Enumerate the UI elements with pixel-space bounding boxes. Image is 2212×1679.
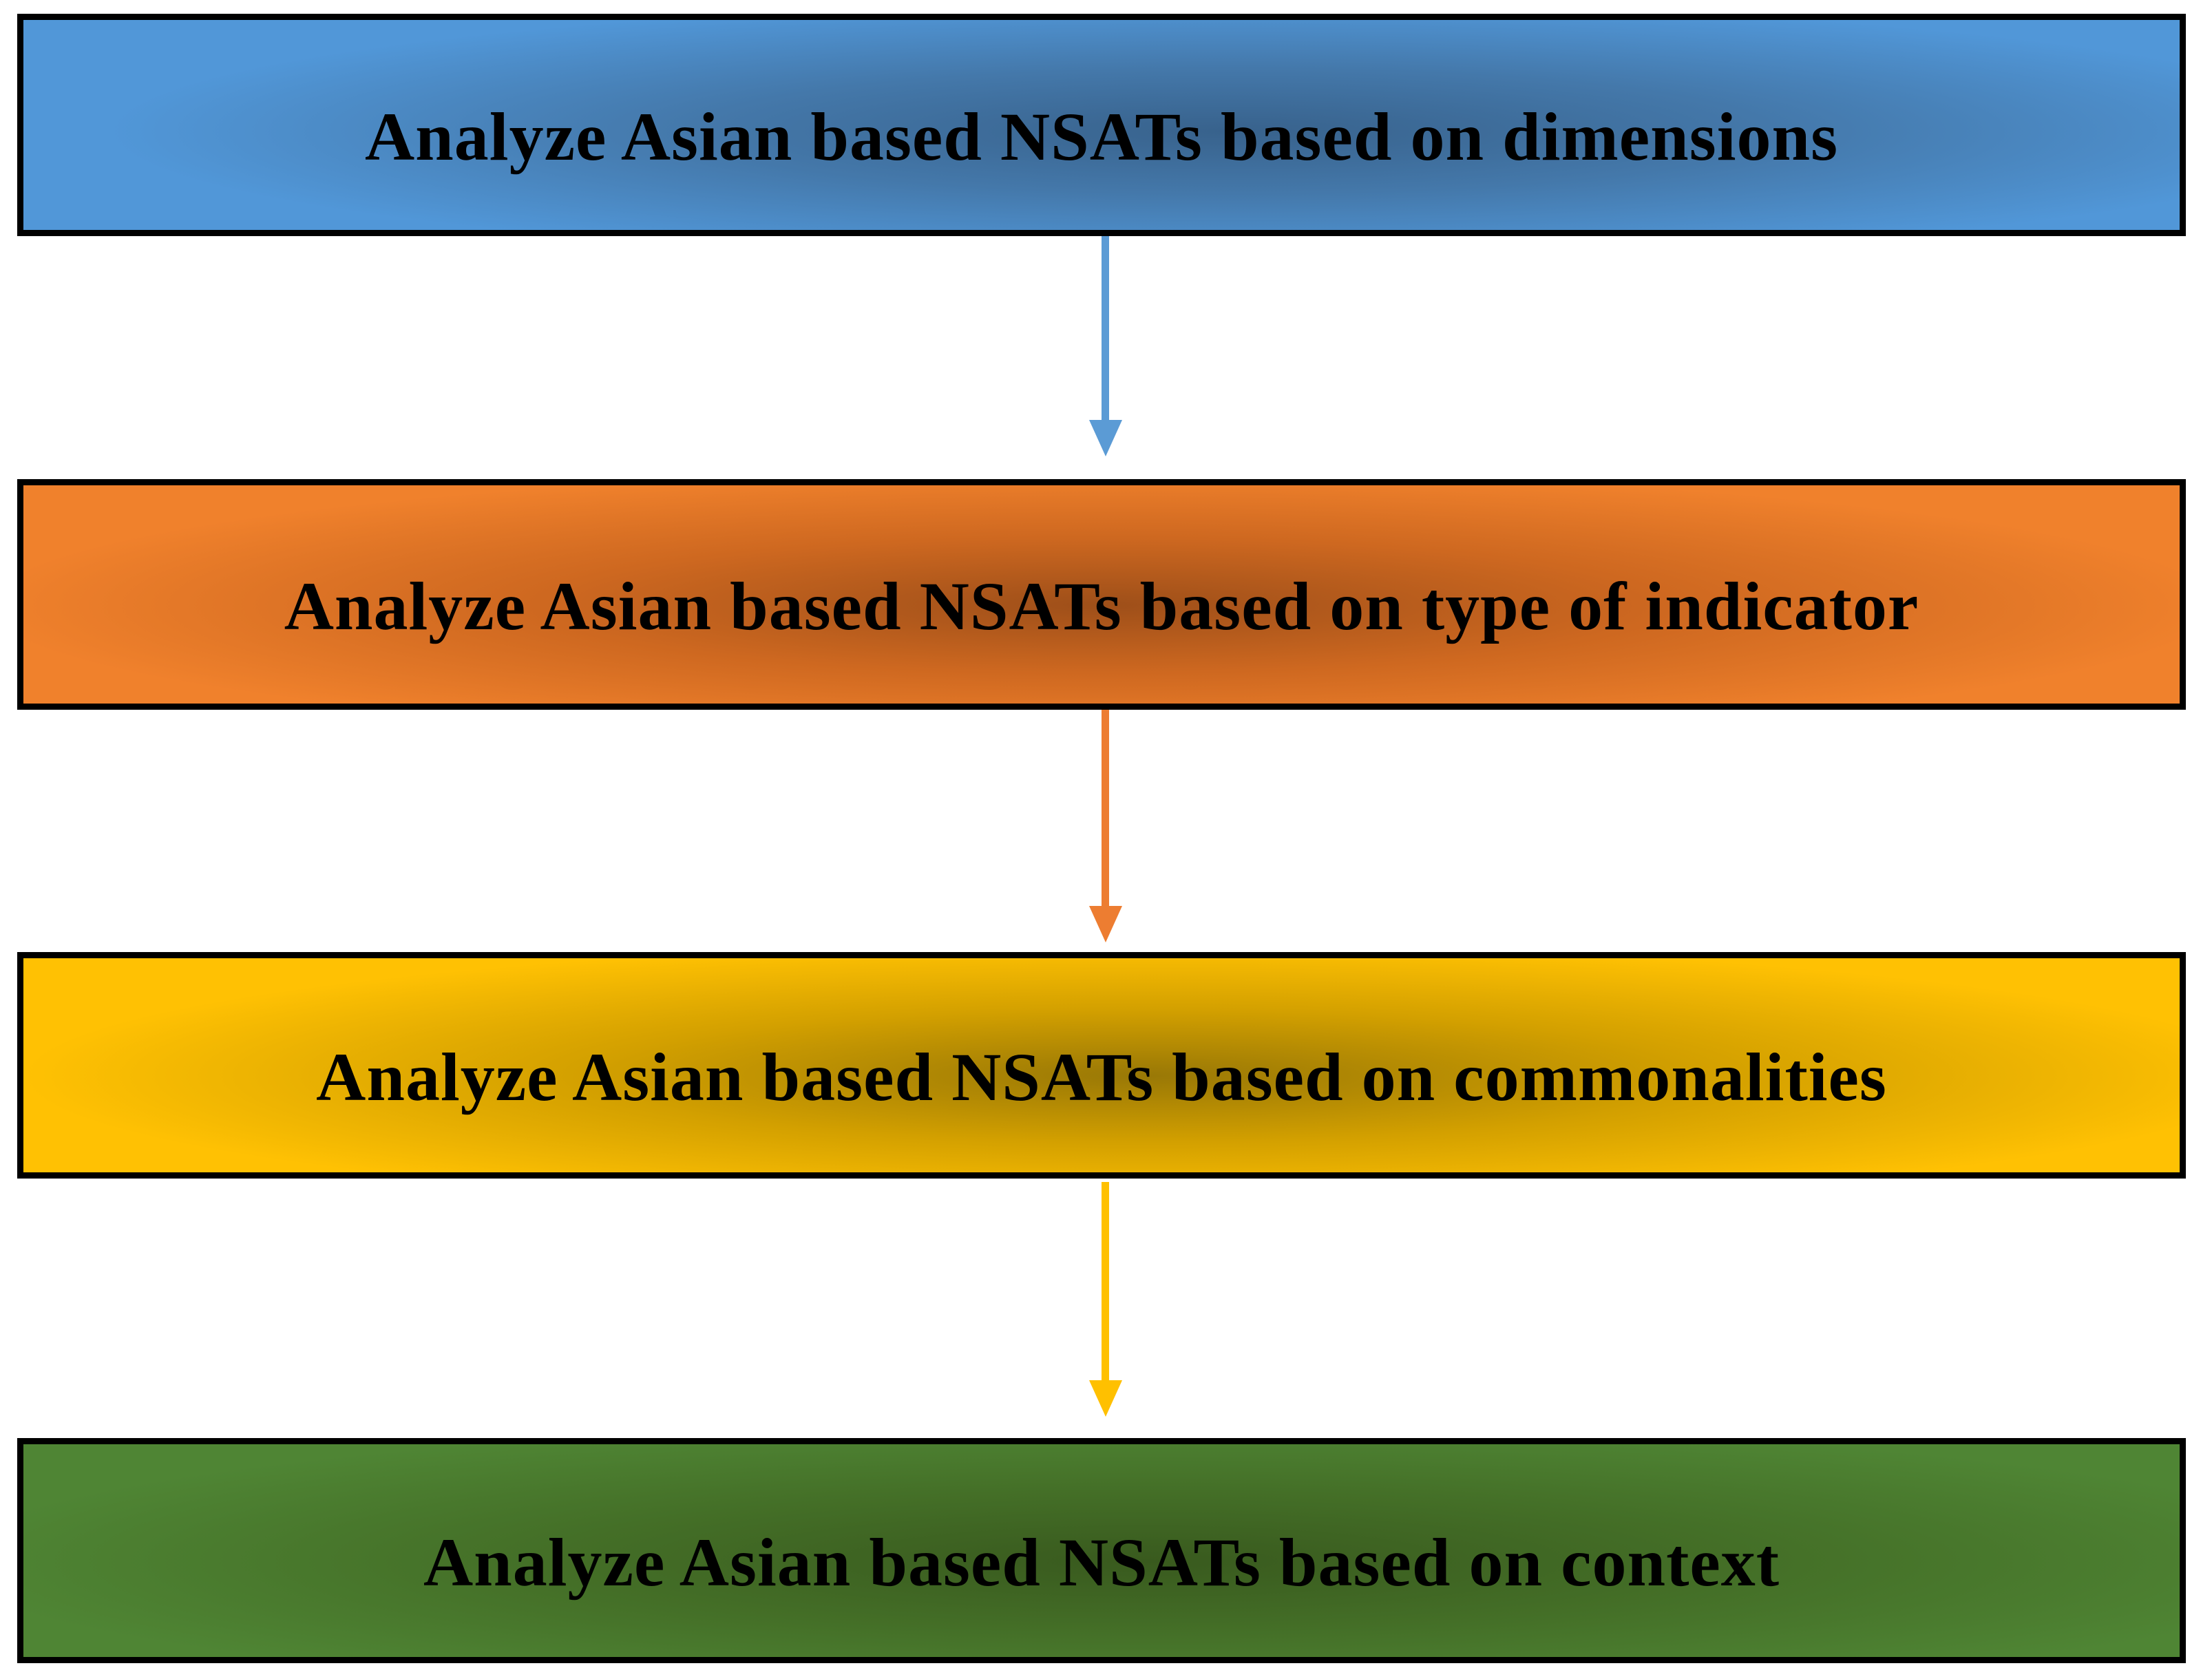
step-box-type-of-indicator: Analyze Asian based NSATs based on type …	[17, 479, 2186, 710]
arrow-line	[1102, 1182, 1109, 1380]
arrow-down-icon	[1089, 906, 1122, 942]
step-label-context: Analyze Asian based NSATs based on conte…	[423, 1524, 1780, 1601]
arrow-line	[1102, 710, 1109, 906]
step-box-dimensions: Analyze Asian based NSATs based on dimen…	[17, 14, 2186, 236]
step-box-commonalities: Analyze Asian based NSATs based on commo…	[17, 952, 2186, 1179]
arrow-down-icon	[1089, 1380, 1122, 1417]
step-label-type-of-indicator: Analyze Asian based NSATs based on type …	[284, 568, 1919, 644]
step-label-dimensions: Analyze Asian based NSATs based on dimen…	[364, 98, 1839, 175]
arrow-line	[1102, 236, 1109, 420]
arrow-down-icon	[1089, 420, 1122, 456]
step-box-context: Analyze Asian based NSATs based on conte…	[17, 1438, 2186, 1663]
step-label-commonalities: Analyze Asian based NSATs based on commo…	[316, 1039, 1887, 1115]
